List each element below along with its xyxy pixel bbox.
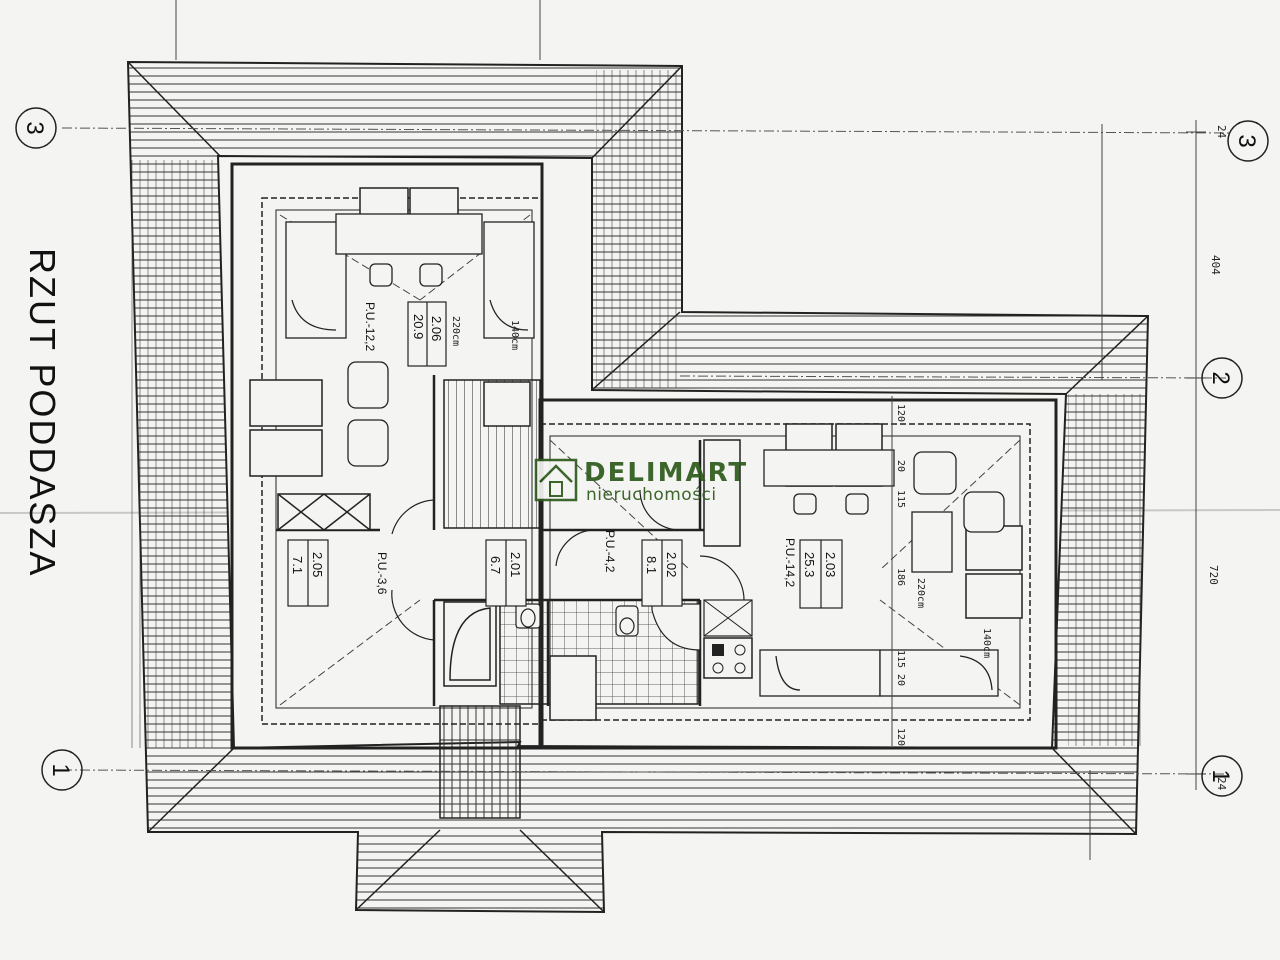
svg-text:P.U.-14,2: P.U.-14,2	[783, 538, 797, 587]
dormer	[439, 705, 521, 819]
svg-text:115: 115	[895, 490, 906, 508]
svg-text:404: 404	[1209, 255, 1222, 275]
svg-text:2: 2	[1207, 371, 1234, 384]
svg-text:2.05: 2.05	[310, 552, 325, 577]
sanitary-fixtures	[515, 603, 701, 651]
svg-text:24: 24	[1215, 125, 1228, 139]
svg-text:120: 120	[895, 404, 906, 422]
svg-text:8.1: 8.1	[644, 556, 659, 574]
room-label-2-02: 2.02 8.1 P.U.-4,2	[603, 530, 683, 607]
room-label-2-01: 2.01 6.7	[485, 539, 527, 607]
drawing-title: RZUT PODDASZA	[22, 248, 63, 577]
svg-text:1: 1	[1207, 769, 1234, 782]
axis-lines	[61, 127, 1231, 775]
svg-text:186: 186	[895, 568, 906, 586]
svg-text:6.7: 6.7	[488, 556, 503, 574]
svg-text:2.01: 2.01	[508, 552, 523, 577]
room-label-2-03: 2.03 25.3 P.U.-14,2	[783, 538, 843, 609]
svg-text:220cm: 220cm	[915, 578, 926, 608]
svg-text:1: 1	[47, 763, 74, 776]
desks	[335, 213, 953, 573]
svg-text:220cm: 220cm	[450, 316, 461, 346]
svg-text:2.03: 2.03	[823, 552, 838, 577]
beds	[285, 221, 999, 697]
delimart-watermark: DELIMART nieruchomości	[534, 458, 748, 505]
room-label-2-05: 2.05 7.1 P.U.-3,6	[287, 539, 389, 607]
room-label-2-06: 2.06 20.9 P.U.-12,2	[363, 301, 447, 367]
axis-marker-left-3: 3	[15, 107, 57, 149]
armchairs	[347, 263, 1005, 533]
svg-text:24: 24	[1215, 777, 1228, 791]
dimension-lines	[175, 0, 1206, 860]
bathtub	[443, 601, 497, 687]
door-swings	[391, 489, 745, 641]
svg-text:2.02: 2.02	[664, 552, 679, 577]
brand-name: DELIMART	[584, 458, 748, 488]
axis-marker-right-2: 2	[1201, 357, 1243, 399]
svg-text:7.1: 7.1	[290, 556, 305, 574]
ventilation-shafts	[277, 439, 741, 547]
svg-text:140cm: 140cm	[981, 628, 992, 658]
svg-text:25.3: 25.3	[802, 552, 817, 577]
svg-text:3: 3	[1233, 134, 1260, 147]
svg-text:2.06: 2.06	[429, 316, 444, 341]
svg-text:20: 20	[895, 460, 906, 472]
svg-text:20: 20	[895, 674, 906, 686]
axis-marker-left-1: 1	[41, 749, 83, 791]
axis-marker-right-3: 3	[1227, 120, 1269, 162]
svg-text:720: 720	[1207, 565, 1220, 585]
kitchen-stove	[703, 599, 753, 679]
svg-text:P.U.-3,6: P.U.-3,6	[375, 552, 389, 595]
svg-text:P.U.-12,2: P.U.-12,2	[363, 302, 377, 351]
svg-text:20.9: 20.9	[411, 314, 426, 339]
dimension-labels: 24 404 720 24 120 120 115 115 186 20 20 …	[450, 125, 1228, 791]
svg-text:3: 3	[21, 121, 48, 134]
brand-tagline: nieruchomości	[586, 485, 717, 505]
svg-text:140cm: 140cm	[509, 320, 520, 350]
axis-marker-right-1: 1	[1201, 755, 1243, 797]
svg-text:115: 115	[895, 650, 906, 668]
svg-text:120: 120	[895, 728, 906, 746]
svg-text:P.U.-4,2: P.U.-4,2	[603, 530, 617, 573]
